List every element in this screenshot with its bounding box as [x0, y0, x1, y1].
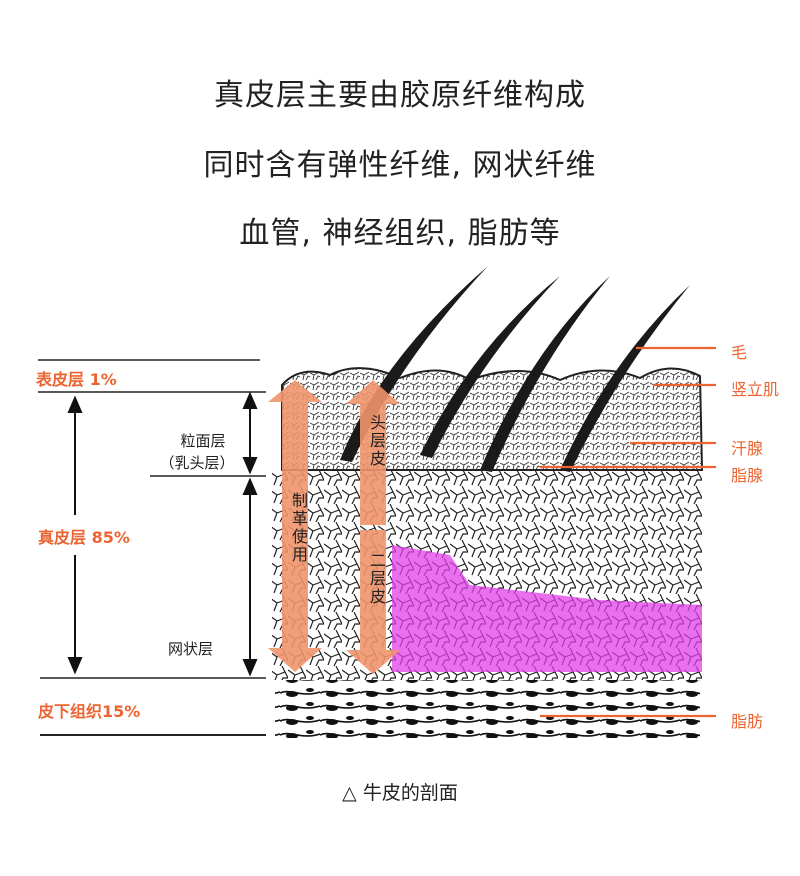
leather-use-label: 制革使用	[289, 492, 308, 564]
subcutaneous-label: 皮下组织15%	[38, 702, 141, 721]
highlight-region	[392, 545, 702, 672]
second-layer-label: 二层皮	[367, 552, 386, 606]
figure-caption: △ 牛皮的剖面	[342, 782, 458, 804]
pointer-lines	[540, 346, 716, 718]
papillary-label-2: （乳头层）	[159, 454, 235, 472]
fat-layer	[275, 680, 700, 738]
dimension-arrows	[67, 391, 258, 677]
leather-arrows	[268, 380, 400, 674]
hair-label: 毛	[731, 343, 748, 362]
headline-3: 血管, 神经组织, 脂肪等	[239, 216, 561, 251]
headline-1: 真皮层主要由胶原纤维构成	[214, 78, 586, 113]
headline-2: 同时含有弹性纤维, 网状纤维	[203, 148, 597, 183]
epidermis-label: 表皮层 1%	[36, 370, 117, 389]
sebaceous-gland-label: 脂腺	[731, 466, 764, 485]
reticular-label: 网状层	[168, 640, 214, 658]
top-layer-label: 头层皮	[367, 414, 386, 468]
dermis-label: 真皮层 85%	[38, 528, 130, 547]
fat-label: 脂肪	[731, 712, 764, 731]
sweat-gland-label: 汗腺	[731, 439, 764, 458]
papillary-label-1: 粒面层	[180, 432, 226, 450]
arrector-muscle-label: 竖立肌	[731, 380, 780, 399]
